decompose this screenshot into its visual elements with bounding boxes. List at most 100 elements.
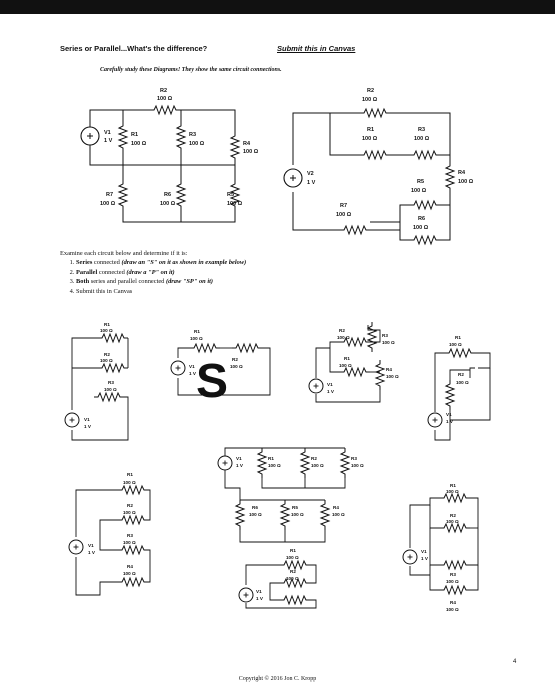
label-r2: R2 [339,328,345,333]
instruction-item: Parallel connected (draw a "P" on it) [76,268,246,277]
label-r6: R6 [418,216,425,222]
label-v1: V1 [421,549,427,554]
label-ohm: 100 Ω [104,387,117,392]
label-r2: R2 [290,569,296,574]
label-ohm: 100 Ω [100,201,116,207]
label-r1: R1 [344,356,350,361]
label-r5: R5 [417,179,424,185]
instruction-item: Submit this in Canvas [76,287,246,296]
voltage-source-icon [402,549,418,565]
instruction-item: Series connected (draw an "S" on it as s… [76,258,246,267]
label-r4: R4 [386,367,392,372]
label-r5: R5 [292,505,298,510]
label-ohm: 100 Ω [100,328,113,333]
example-series-mark: S [196,355,228,408]
label-ohm: 100 Ω [456,380,469,385]
label-r3: R3 [108,380,114,385]
label-r1: R1 [450,483,456,488]
label-ohm: 100 Ω [157,96,173,102]
label-ohm: 100 Ω [243,149,259,155]
question-circuit-e [224,447,350,543]
page-number: 4 [513,659,517,665]
question-circuit-c [315,321,385,403]
submit-link[interactable]: Submit this in Canvas [277,44,356,53]
label-v1: V1 [104,130,111,136]
label-ohm: 100 Ω [123,571,136,576]
label-ohm: 100 Ω [446,607,459,612]
label-r3: R3 [418,127,425,133]
question-circuit-d [434,348,491,441]
voltage-source-icon [308,378,324,394]
label-r1: R1 [104,322,110,327]
label-volt: 1 V [446,419,454,424]
instructions-intro: Examine each circuit below and determine… [60,250,188,257]
label-ohm: 100 Ω [411,188,427,194]
label-ohm: 100 Ω [382,340,395,345]
label-ohm: 100 Ω [351,463,364,468]
label-r1: R1 [367,127,374,133]
label-v1: V1 [446,412,452,417]
label-ohm: 100 Ω [230,364,243,369]
voltage-source-icon [68,539,84,555]
label-r4: R4 [127,564,133,569]
label-volt: 1 V [327,389,335,394]
label-r1: R1 [131,132,138,138]
label-r4: R4 [243,141,251,147]
label-ohm: 100 Ω [123,480,136,485]
label-v1: V1 [88,543,94,548]
label-ohm: 100 Ω [131,141,147,147]
label-v1: V1 [256,589,262,594]
label-r3: R3 [127,533,133,538]
label-volt: 1 V [256,596,264,601]
label-ohm: 100 Ω [249,512,262,517]
instructions: Examine each circuit below and determine… [60,249,246,296]
label-r2: R2 [127,503,133,508]
label-ohm: 100 Ω [332,512,345,517]
label-r2: R2 [367,88,374,94]
label-r3: R3 [382,333,388,338]
instruction-item: Both series and parallel connected (draw… [76,277,246,286]
label-ohm: 100 Ω [414,136,430,142]
label-r6: R6 [252,505,258,510]
label-ohm: 100 Ω [413,225,429,231]
label-volt: 1 V [104,138,113,144]
label-ohm: 100 Ω [286,576,299,581]
label-r3: R3 [189,132,196,138]
example-circuit-left [89,105,240,223]
label-ohm: 100 Ω [458,179,474,185]
label-v1: V1 [189,364,195,369]
label-r4: R4 [450,600,456,605]
label-ohm: 100 Ω [337,335,350,340]
question-circuit-b-example [177,343,271,396]
label-r7: R7 [106,192,113,198]
label-ohm: 100 Ω [311,463,324,468]
label-ohm: 100 Ω [123,540,136,545]
label-v2: V2 [307,171,314,177]
voltage-source-icon [238,587,254,603]
label-ohm: 100 Ω [446,519,459,524]
copyright-footer: Copyright © 2016 Jon C. Kropp [238,676,317,682]
label-r1: R1 [455,335,461,340]
label-ohm: 100 Ω [446,579,459,584]
label-ohm: 100 Ω [286,555,299,560]
label-ohm: 100 Ω [268,463,281,468]
label-ohm: 100 Ω [100,358,113,363]
label-r2: R2 [450,513,456,518]
label-ohm: 100 Ω [362,97,378,103]
label-ohm: 100 Ω [160,201,176,207]
voltage-source-icon [217,455,233,471]
label-r1: R1 [290,548,296,553]
label-volt: 1 V [236,463,244,468]
label-ohm: 100 Ω [449,342,462,347]
label-r2: R2 [104,352,110,357]
label-r7: R7 [340,203,347,209]
question-circuit-f [75,485,151,596]
instructions-list: Series connected (draw an "S" on it as s… [60,258,246,296]
page-subtitle: Carefully study these Diagrams! They sho… [100,67,282,73]
label-r1: R1 [194,329,200,334]
label-r1: R1 [127,472,133,477]
label-r2: R2 [458,372,464,377]
label-r2: R2 [232,357,238,362]
question-circuit-g [245,560,317,609]
label-ohm: 100 Ω [386,374,399,379]
